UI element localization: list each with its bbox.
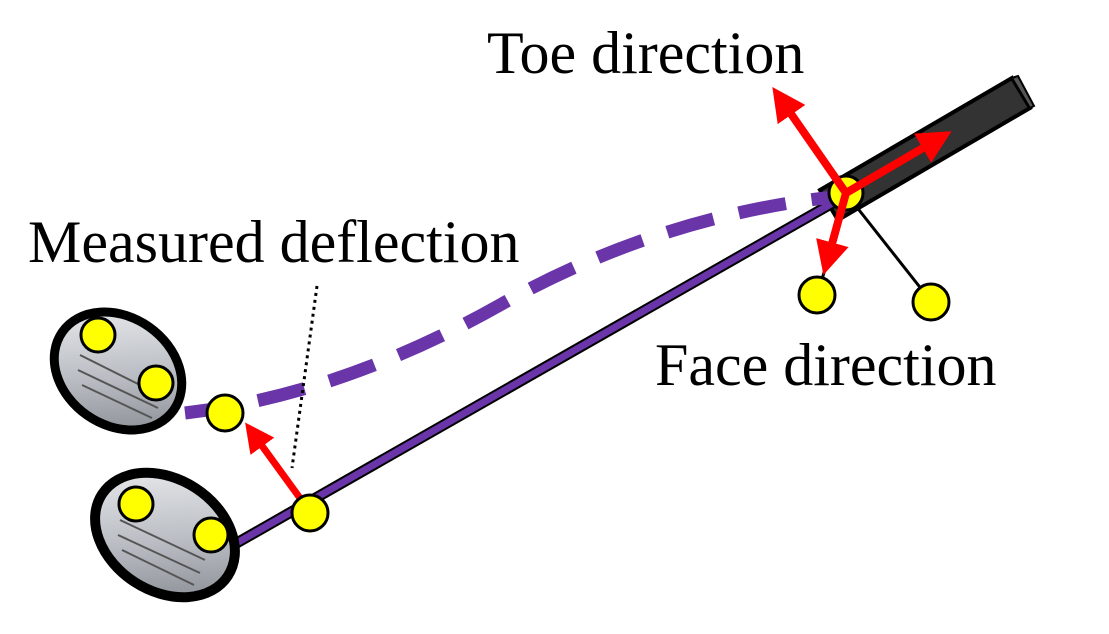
head-marker: [117, 485, 155, 523]
face-direction-arrow: [816, 191, 850, 275]
shaft-marker-deflected: [205, 393, 245, 433]
club-head-static: [90, 467, 240, 603]
club-head-deflected: [49, 307, 187, 435]
measured-deflection-label: Measured deflection: [28, 209, 519, 275]
head-marker: [192, 516, 230, 554]
deflection-arrow: [245, 422, 308, 508]
shaft-marker-straight: [290, 493, 330, 533]
toe-connector-line: [846, 195, 932, 301]
face-reference-marker: [797, 275, 837, 315]
toe-direction-label: Toe direction: [487, 20, 804, 86]
measurement-dotted-line: [290, 285, 319, 469]
head-marker: [79, 316, 117, 354]
face-direction-label: Face direction: [655, 332, 997, 398]
deflected-shaft-dashed: [184, 189, 843, 420]
toe-reference-marker: [911, 282, 951, 322]
shaft-axis-arrow: [843, 131, 952, 197]
head-marker: [137, 364, 175, 402]
toe-direction-arrow: [772, 86, 850, 196]
